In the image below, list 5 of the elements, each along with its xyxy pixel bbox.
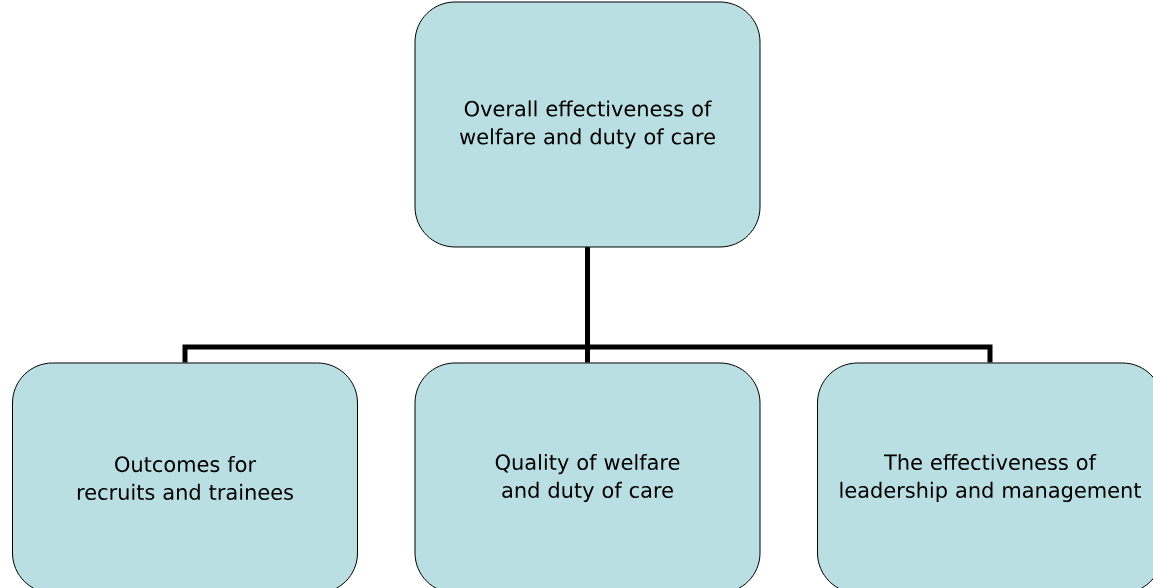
- connector-line: [585, 247, 993, 363]
- rounded-box: The effectiveness of leadership and management: [817, 362, 1153, 588]
- rounded-box: Outcomes for recruits and trainees: [12, 362, 358, 588]
- rounded-box: Quality of welfare and duty of care: [414, 362, 761, 588]
- rounded-box: Overall effectiveness of welfare and duty of care: [414, 1, 761, 248]
